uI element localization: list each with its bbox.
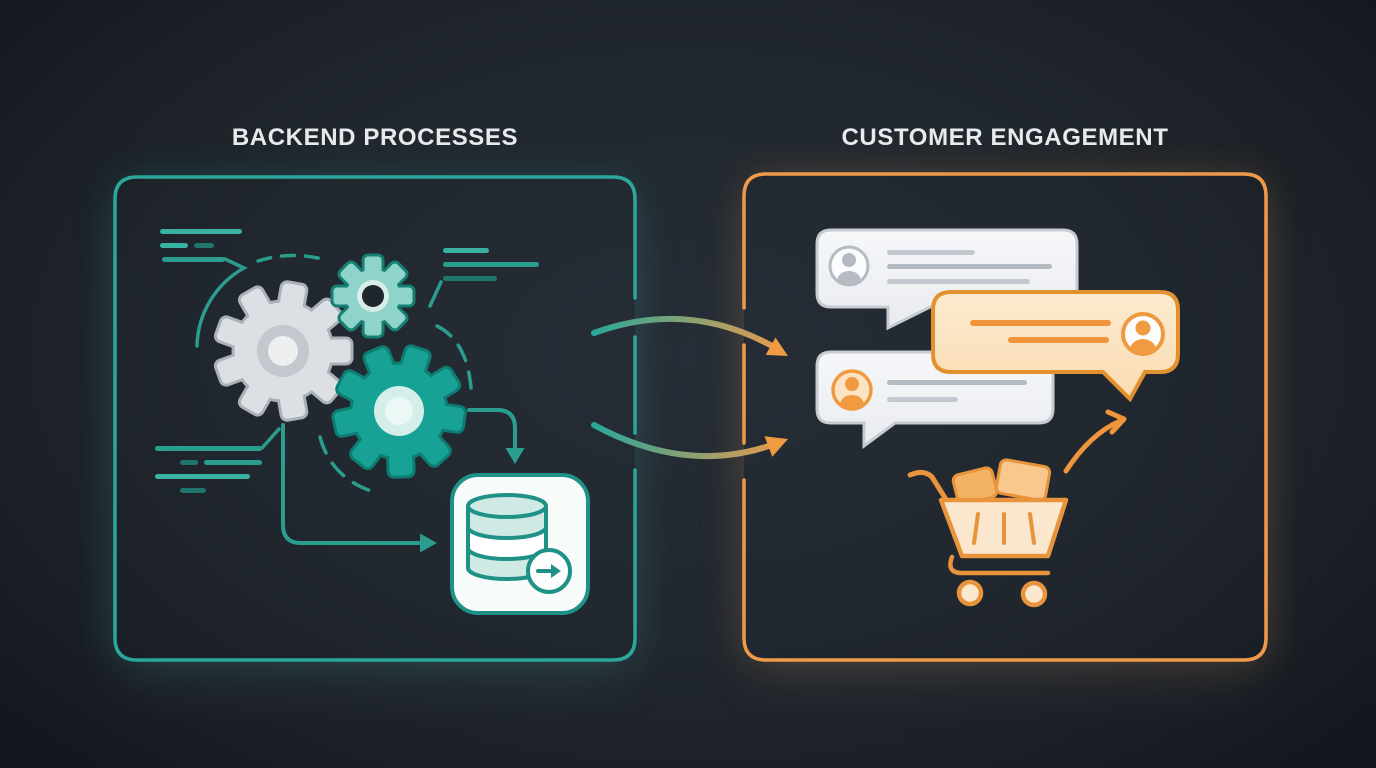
dashed-arc: [318, 435, 373, 493]
handoff-arrow-icon: [591, 315, 788, 356]
customer-panel-frame: [742, 172, 1268, 662]
chat-bubble-icon: [931, 290, 1180, 403]
code-lines-icon: [428, 248, 539, 308]
backend-panel-frame: [113, 175, 637, 662]
flow-arrow-icon: [281, 423, 437, 553]
flow-arrow-icon: [467, 408, 525, 464]
database-cylinder-icon: [466, 493, 548, 581]
message-lines: [970, 320, 1111, 343]
gear-icon-teal: [330, 342, 468, 479]
shopping-cart-icon: [907, 458, 1069, 608]
chat-bubble-icon: [815, 350, 1055, 449]
gear-icon-small: [330, 253, 416, 339]
handoff-arrow-icon: [591, 422, 788, 460]
database-export-icon: [450, 473, 590, 615]
code-lines-icon: [160, 229, 324, 348]
growth-arrow-icon: [1063, 409, 1127, 474]
avatar-icon: [831, 369, 873, 411]
export-arrow-icon: [526, 548, 572, 594]
dashed-arc: [435, 324, 473, 390]
customer-panel-title: CUSTOMER ENGAGEMENT: [841, 124, 1169, 151]
gear-icon-gray: [212, 279, 354, 423]
code-lines-icon: [155, 427, 281, 493]
avatar-icon: [1121, 312, 1165, 356]
backend-panel-title: BACKEND PROCESSES: [231, 124, 519, 151]
message-lines: [887, 380, 1027, 402]
message-lines: [887, 250, 1052, 284]
avatar-icon: [828, 245, 870, 287]
